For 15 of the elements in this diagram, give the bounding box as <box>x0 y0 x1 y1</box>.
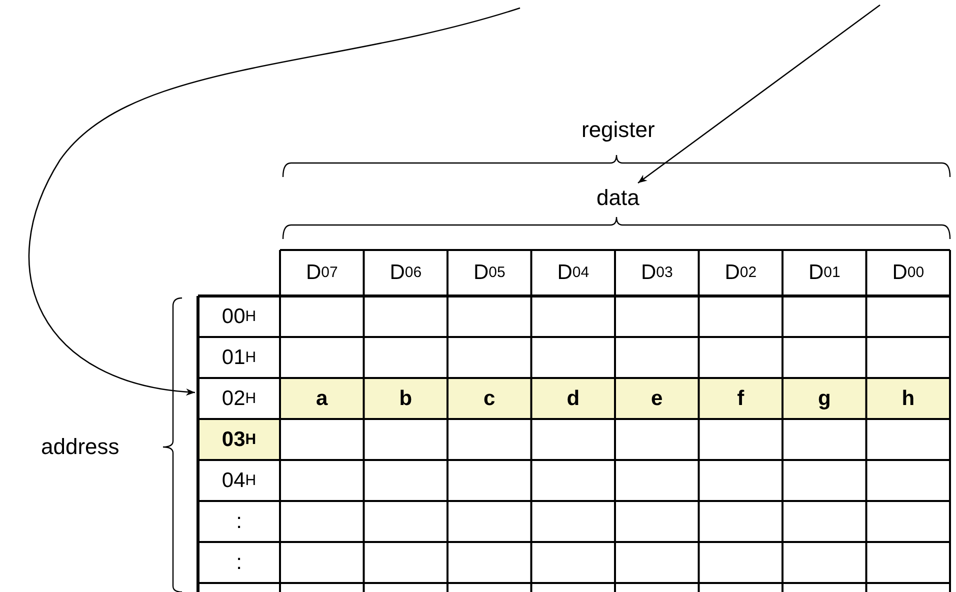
data-cell: g <box>782 378 866 419</box>
address-label: address <box>41 434 120 460</box>
data-cell: d <box>531 378 615 419</box>
arrow <box>28 7 520 396</box>
register-label: register <box>582 117 655 143</box>
data-cell: c <box>448 378 532 419</box>
data-label: data <box>594 181 642 211</box>
data-cell: b <box>364 378 448 419</box>
data-cell: a <box>280 378 364 419</box>
data-cell: e <box>615 378 699 419</box>
data-cell: h <box>866 378 950 419</box>
data-cell: f <box>698 378 782 419</box>
ellipsis-cell-text: : <box>235 508 243 534</box>
ellipsis-cell-text: : <box>235 550 243 576</box>
arrow <box>638 4 880 184</box>
